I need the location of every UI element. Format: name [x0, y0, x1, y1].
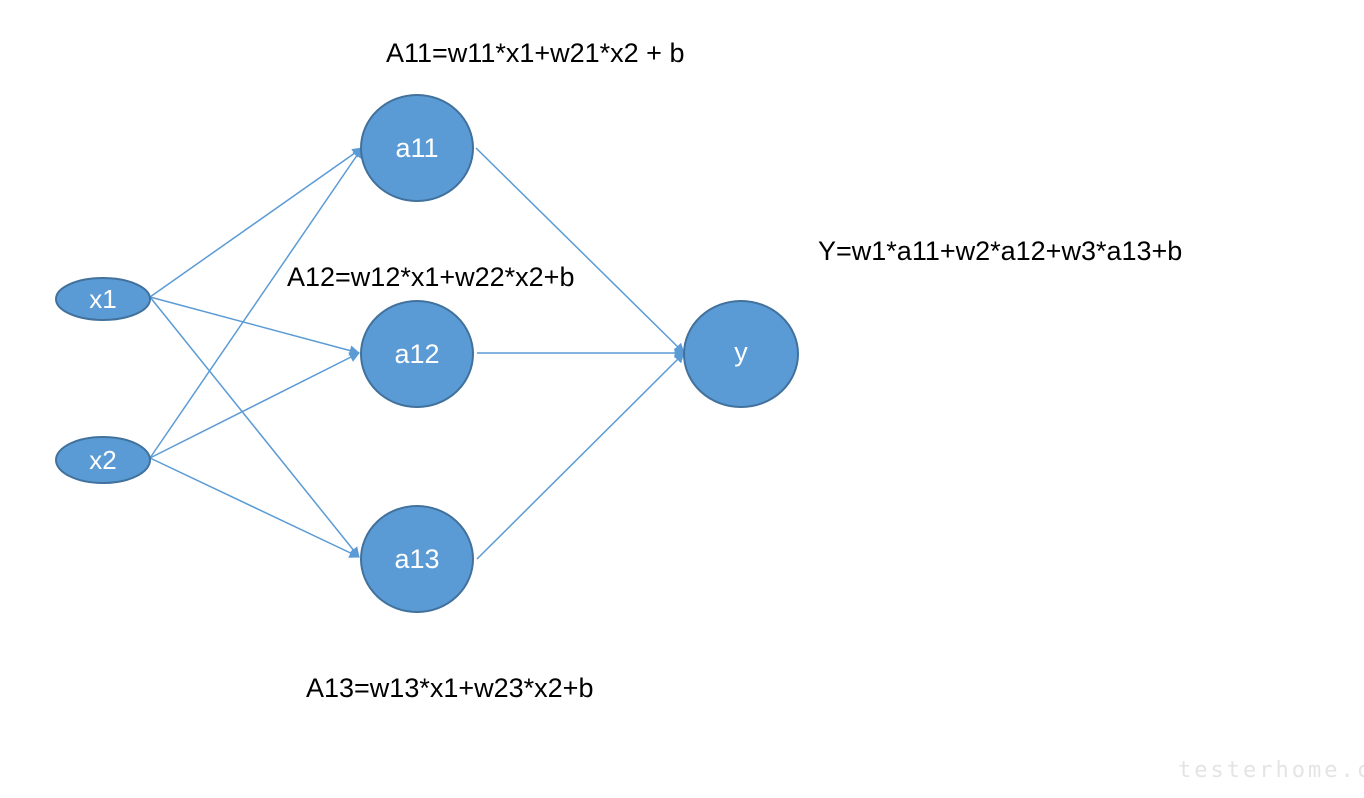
edge-x2-to-a12 — [149, 352, 360, 459]
node-a12-label: a12 — [394, 339, 439, 369]
node-a13: a13 — [360, 505, 474, 613]
edge-x2-to-a11 — [149, 147, 363, 459]
formula-a13: A13=w13*x1+w23*x2+b — [306, 673, 594, 703]
formula-a11: A11=w11*x1+w21*x2 + b — [386, 38, 685, 68]
edge-a11-to-y — [475, 147, 685, 354]
edge-x1-to-a13 — [149, 296, 360, 558]
node-y-label: y — [734, 337, 748, 367]
node-a11-label: a11 — [395, 133, 438, 163]
formula-y: Y=w1*a11+w2*a12+w3*a13+b — [818, 236, 1183, 266]
edge-x2-to-a13 — [149, 457, 360, 558]
node-a13-label: a13 — [394, 544, 439, 574]
watermark: testerhome.com — [1178, 758, 1364, 783]
node-x1: x1 — [55, 277, 151, 321]
node-x2: x2 — [55, 436, 151, 484]
edge-a13-to-y — [476, 352, 685, 560]
node-x1-label: x1 — [89, 284, 116, 314]
node-x2-label: x2 — [89, 445, 116, 475]
edges — [149, 147, 686, 560]
node-a11: a11 — [360, 94, 474, 202]
edge-x1-to-a11 — [149, 147, 363, 298]
node-a12: a12 — [360, 300, 474, 408]
edge-x1-to-a12 — [149, 296, 361, 356]
node-y: y — [683, 300, 799, 408]
formula-a12: A12=w12*x1+w22*x2+b — [287, 262, 575, 292]
